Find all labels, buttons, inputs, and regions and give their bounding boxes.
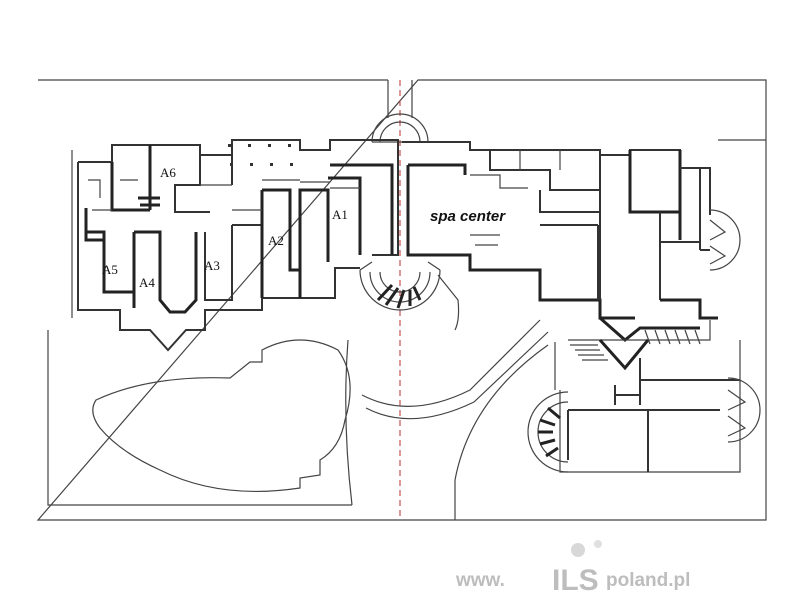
left-wing-outline (71, 139, 399, 352)
unit-label-a1: A1 (332, 207, 348, 222)
spa-center-label: spa center (430, 208, 506, 225)
amphitheatre-stairs (359, 261, 441, 311)
watermark-brand: ILS (552, 564, 599, 597)
lower-right-building (554, 340, 741, 473)
unit-label-a3: A3 (204, 258, 220, 273)
wing-columns (228, 144, 293, 166)
watermark-prefix: www. (455, 570, 505, 591)
unit-label-a2: A2 (268, 233, 284, 248)
link-staircase (568, 316, 711, 371)
unit-label-a5: A5 (102, 262, 118, 277)
spiral-staircase (527, 391, 569, 473)
unit-label-a6: A6 (160, 165, 176, 180)
watermark-suffix: poland.pl (606, 570, 690, 591)
curved-walkways (345, 274, 549, 520)
lower-rotunda (727, 377, 761, 443)
entrance-rotunda (371, 113, 429, 143)
watermark: www. ILS poland.pl (455, 540, 690, 597)
spa-rotunda (709, 209, 741, 271)
site-boundary (36, 79, 767, 521)
unit-label-a4: A4 (139, 275, 155, 290)
spa-center-outline (402, 141, 718, 320)
swimming-pool (92, 339, 351, 493)
watermark-sparkle-icon (571, 543, 585, 557)
